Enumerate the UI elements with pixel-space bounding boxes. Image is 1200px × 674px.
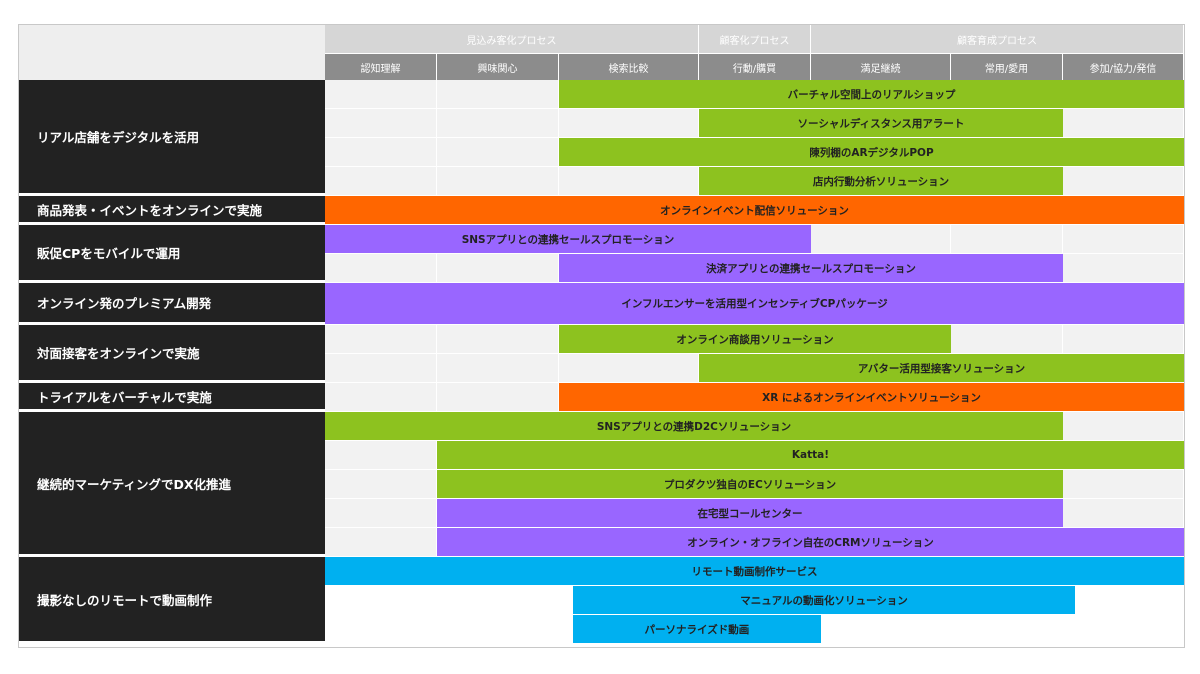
phase-header: 見込み客化プロセス xyxy=(325,25,699,54)
group-label: 継続的マーケティングでDX化推進 xyxy=(19,412,325,557)
group-label: 対面接客をオンラインで実施 xyxy=(19,325,325,383)
group-label: 販促CPをモバイルで運用 xyxy=(19,225,325,283)
grid-cell xyxy=(559,354,699,383)
grid-cell xyxy=(1063,167,1184,196)
stage-header: 参加/協力/発信 xyxy=(1063,54,1184,80)
group-label: オンライン発のプレミアム開発 xyxy=(19,283,325,325)
stage-header: 興味関心 xyxy=(437,54,559,80)
header-corner xyxy=(19,25,325,80)
grid-cell xyxy=(1063,325,1184,354)
grid-cell xyxy=(1063,225,1184,254)
grid-cell xyxy=(325,441,437,470)
solution-bar: Katta! xyxy=(437,441,1184,470)
stage-header: 常用/愛用 xyxy=(951,54,1063,80)
grid-cell xyxy=(437,138,559,167)
grid-cell xyxy=(1063,109,1184,138)
group-label: リアル店舗をデジタルを活用 xyxy=(19,80,325,196)
solution-bar: SNSアプリとの連携セールスプロモーション xyxy=(325,225,811,254)
dx-solution-map: 見込み客化プロセス顧客化プロセス顧客育成プロセス認知理解興味関心検索比較行動/購… xyxy=(18,24,1185,648)
stage-header: 満足継続 xyxy=(811,54,951,80)
grid-cell xyxy=(437,80,559,109)
grid-cell xyxy=(437,325,559,354)
solution-bar: リモート動画制作サービス xyxy=(325,557,1184,586)
grid-cell xyxy=(1063,499,1184,528)
grid-cell xyxy=(325,383,437,412)
solution-bar: プロダクツ独自のECソリューション xyxy=(437,470,1063,499)
solution-bar: オンライン商談用ソリューション xyxy=(559,325,951,354)
solution-bar: 在宅型コールセンター xyxy=(437,499,1063,528)
grid-cell xyxy=(325,109,437,138)
grid-cell xyxy=(1063,470,1184,499)
grid-cell xyxy=(951,225,1063,254)
solution-bar: マニュアルの動画化ソリューション xyxy=(573,586,1076,615)
grid-cell xyxy=(437,109,559,138)
stage-header: 検索比較 xyxy=(559,54,699,80)
grid-cell xyxy=(325,80,437,109)
grid-cell xyxy=(325,254,437,283)
grid-cell xyxy=(1063,254,1184,283)
solution-bar: SNSアプリとの連携D2Cソリューション xyxy=(325,412,1063,441)
solution-bar: アバター活用型接客ソリューション xyxy=(699,354,1184,383)
grid-cell xyxy=(437,383,559,412)
solution-bar: 店内行動分析ソリューション xyxy=(699,167,1063,196)
phase-header: 顧客育成プロセス xyxy=(811,25,1184,54)
solution-bar: 陳列棚のARデジタルPOP xyxy=(559,138,1184,167)
grid-cell xyxy=(325,528,437,557)
solution-bar: ソーシャルディスタンス用アラート xyxy=(699,109,1063,138)
stage-header: 行動/購買 xyxy=(699,54,811,80)
grid-cell xyxy=(325,354,437,383)
grid-cell xyxy=(437,167,559,196)
grid-cell xyxy=(437,254,559,283)
grid-cell xyxy=(437,354,559,383)
grid-cell xyxy=(325,138,437,167)
group-label: 撮影なしのリモートで動画制作 xyxy=(19,557,325,644)
solution-bar: バーチャル空間上のリアルショップ xyxy=(559,80,1184,109)
solution-bar: 決済アプリとの連携セールスプロモーション xyxy=(559,254,1063,283)
grid-cell xyxy=(951,325,1063,354)
grid-cell xyxy=(1063,412,1184,441)
grid-cell xyxy=(559,167,699,196)
solution-bar: オンラインイベント配信ソリューション xyxy=(325,196,1184,225)
stage-header: 認知理解 xyxy=(325,54,437,80)
group-label: トライアルをバーチャルで実施 xyxy=(19,383,325,412)
grid-cell xyxy=(559,109,699,138)
grid-cell xyxy=(325,167,437,196)
grid-cell xyxy=(325,499,437,528)
group-label: 商品発表・イベントをオンラインで実施 xyxy=(19,196,325,225)
solution-bar: XR によるオンラインイベントソリューション xyxy=(559,383,1184,412)
grid-cell xyxy=(325,470,437,499)
grid-cell xyxy=(811,225,951,254)
solution-bar: オンライン・オフライン自在のCRMソリューション xyxy=(437,528,1184,557)
phase-header: 顧客化プロセス xyxy=(699,25,811,54)
solution-bar: パーソナライズド動画 xyxy=(573,615,821,644)
solution-bar: インフルエンサーを活用型インセンティブCPパッケージ xyxy=(325,283,1184,325)
grid-cell xyxy=(325,325,437,354)
